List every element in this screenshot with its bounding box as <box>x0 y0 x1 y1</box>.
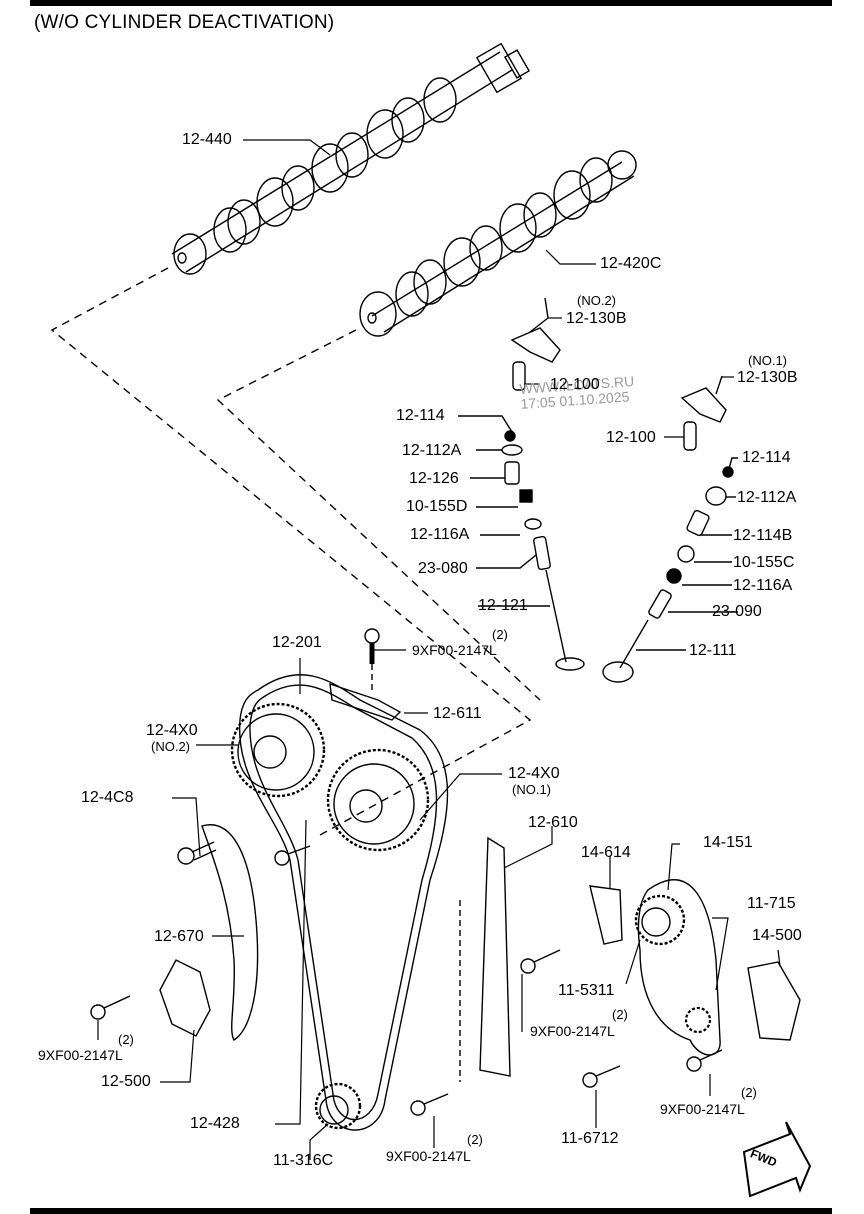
qty-bolt-upper: (2) <box>492 627 508 642</box>
valve-stack-left[interactable] <box>458 415 585 671</box>
label-valve-spring-right[interactable]: 12-114B <box>733 527 793 544</box>
sprocket-bolt[interactable] <box>177 841 217 865</box>
qty-bolt-guide-right: (2) <box>467 1132 483 1147</box>
bolt-oil-pump-tensioner[interactable] <box>686 1049 723 1072</box>
label-rocker-arm-no2[interactable]: 12-130B <box>566 310 627 327</box>
diagram-title: (W/O CYLINDER DEACTIVATION) <box>34 12 335 33</box>
camshaft-intake[interactable] <box>359 150 637 337</box>
label-valve-keeper-right[interactable]: 12-114 <box>742 449 791 466</box>
fwd-arrow-icon <box>742 1121 812 1198</box>
leader-lines <box>97 139 781 1160</box>
label-camshaft-exhaust[interactable]: 12-440 <box>182 131 232 148</box>
label-oil-pump-chain-guide[interactable]: 14-614 <box>581 844 631 861</box>
label-lash-adjuster-left[interactable]: 12-100 <box>550 376 600 393</box>
label-chain-guide-right[interactable]: 12-610 <box>528 814 578 831</box>
label-valve-guide-left[interactable]: 23-080 <box>418 560 468 577</box>
qualifier-vvt-no2: (NO.2) <box>151 739 190 754</box>
qualifier-rocker-arm-no2: (NO.2) <box>577 293 616 308</box>
oil-pump-chain[interactable] <box>637 879 721 1056</box>
label-tensioner-pivot-bolt[interactable]: 12-428 <box>190 1115 240 1132</box>
label-oil-pump-sprocket[interactable]: 11-715 <box>747 895 796 912</box>
label-spring-retainer-left[interactable]: 12-112A <box>402 442 462 459</box>
label-spring-retainer-right[interactable]: 12-112A <box>737 489 797 506</box>
camshaft-exhaust[interactable] <box>171 42 531 275</box>
label-rocker-arm-no1[interactable]: 12-130B <box>737 369 798 386</box>
rocker-arm-no1[interactable] <box>680 375 727 423</box>
qty-bolt-oil-pump-guide: (2) <box>612 1007 628 1022</box>
label-valve-right[interactable]: 12-111 <box>689 642 737 659</box>
top-border-rule <box>30 0 832 6</box>
rocker-arm-no2[interactable] <box>510 297 561 363</box>
lash-adjuster-right[interactable] <box>683 421 697 451</box>
vvt-sprocket-no1[interactable] <box>326 748 430 852</box>
bolt-oil-pump-guide[interactable] <box>520 949 561 974</box>
label-spring-seat-left[interactable]: 10-155D <box>406 498 468 515</box>
oil-pump-sprocket[interactable] <box>684 1006 712 1034</box>
vvt-sprocket-no2[interactable] <box>230 702 326 798</box>
oil-pump-chain-guide[interactable] <box>589 885 623 945</box>
label-vvt-no2[interactable]: 12-4X0 <box>146 722 198 739</box>
label-crank-sprocket[interactable]: 11-316C <box>273 1152 334 1169</box>
label-bolt-guide-right[interactable]: 9XF00-2147L <box>386 1148 471 1164</box>
assembly-dashed-lines <box>50 267 541 836</box>
oil-pump-sprocket-bolt[interactable] <box>582 1065 621 1088</box>
label-valve-keeper-left[interactable]: 12-114 <box>396 407 445 424</box>
bottom-border-rule <box>30 1208 832 1214</box>
label-tensioner[interactable]: 12-500 <box>101 1073 151 1090</box>
label-oil-pump-chain[interactable]: 14-151 <box>703 834 753 851</box>
label-oil-pump-sprocket-bolt[interactable]: 11-6712 <box>561 1130 619 1147</box>
crank-sprocket[interactable] <box>314 1082 362 1130</box>
label-oil-pump-tensioner[interactable]: 14-500 <box>752 927 802 944</box>
label-bolt-upper[interactable]: 9XF00-2147L <box>412 642 497 658</box>
label-oil-pump-drive-sprocket[interactable]: 11-5311 <box>558 982 615 999</box>
qualifier-rocker-arm-no1: (NO.1) <box>748 353 787 368</box>
label-spring-seat-right[interactable]: 10-155C <box>733 554 795 571</box>
label-lash-adjuster-right[interactable]: 12-100 <box>606 429 656 446</box>
bolt-upper[interactable] <box>364 628 380 694</box>
label-sprocket-bolt[interactable]: 12-4C8 <box>81 789 134 806</box>
lash-adjuster-left[interactable] <box>512 361 526 391</box>
oil-pump-tensioner[interactable] <box>747 961 801 1041</box>
label-bolt-oil-pump-guide[interactable]: 9XF00-2147L <box>530 1023 615 1039</box>
chain-guide-upper[interactable] <box>329 682 402 721</box>
chain-guide-right[interactable] <box>479 836 511 1077</box>
timing-chain[interactable] <box>238 674 449 1131</box>
label-timing-chain[interactable]: 12-201 <box>272 634 322 651</box>
oil-pump-drive-sprocket[interactable] <box>634 894 686 946</box>
qty-bolt-tensioner: (2) <box>118 1032 134 1047</box>
bolt-vvt[interactable] <box>274 845 311 866</box>
label-chain-guide-upper[interactable]: 12-611 <box>433 705 482 722</box>
bolt-guide-right[interactable] <box>410 900 461 1116</box>
qty-bolt-oil-pump-tensioner: (2) <box>741 1085 757 1100</box>
valve-stack-right[interactable] <box>602 457 738 683</box>
label-vvt-no1[interactable]: 12-4X0 <box>508 765 560 782</box>
label-tensioner-arm[interactable]: 12-670 <box>154 928 204 945</box>
tensioner-arm[interactable] <box>201 824 259 1041</box>
bolt-tensioner[interactable] <box>90 995 131 1020</box>
label-valve-seal-right[interactable]: 12-116A <box>733 577 793 594</box>
label-valve-guide-right[interactable]: 23-090 <box>712 603 762 620</box>
label-bolt-tensioner[interactable]: 9XF00-2147L <box>38 1047 123 1063</box>
label-valve-left[interactable]: 12-121 <box>478 597 528 614</box>
label-valve-spring-left[interactable]: 12-126 <box>409 470 459 487</box>
label-camshaft-intake[interactable]: 12-420C <box>600 255 662 272</box>
qualifier-vvt-no1: (NO.1) <box>512 782 551 797</box>
label-bolt-oil-pump-tensioner[interactable]: 9XF00-2147L <box>660 1101 745 1117</box>
tensioner[interactable] <box>159 959 211 1037</box>
label-valve-seal-left[interactable]: 12-116A <box>410 526 470 543</box>
